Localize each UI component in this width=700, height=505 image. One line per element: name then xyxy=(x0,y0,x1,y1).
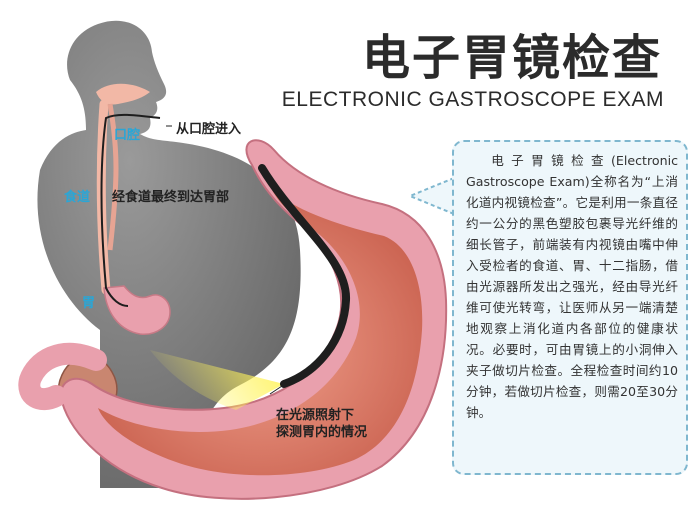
light-beam xyxy=(150,350,284,410)
small-stomach xyxy=(103,285,171,335)
page-title: 电子胃镜检查 xyxy=(361,30,662,86)
label-via-esophagus: 经食道最终到达胃部 xyxy=(112,190,230,205)
label-enter-mouth: 从口腔进入 xyxy=(176,122,242,137)
label-light-line1: 在光源照射下 xyxy=(276,408,355,423)
info-description: 电子胃镜检查(Electronic Gastroscope Exam)全称名为“… xyxy=(466,153,678,420)
info-box xyxy=(452,140,688,475)
callout-pointer xyxy=(407,177,455,215)
label-esophagus: 食道 xyxy=(64,190,91,205)
label-mouth: 口腔 xyxy=(114,128,141,143)
label-stomach: 胃 xyxy=(82,296,96,311)
gastroscope-tube xyxy=(258,164,351,388)
page-subtitle: ELECTRONIC GASTROSCOPE EXAM xyxy=(281,88,664,111)
nasal-cavity xyxy=(96,83,150,105)
scope-in-body xyxy=(100,113,161,307)
duodenum xyxy=(18,342,107,411)
label-light-line2: 探测胃内的情况 xyxy=(276,425,368,440)
stomach-inner xyxy=(98,190,423,476)
